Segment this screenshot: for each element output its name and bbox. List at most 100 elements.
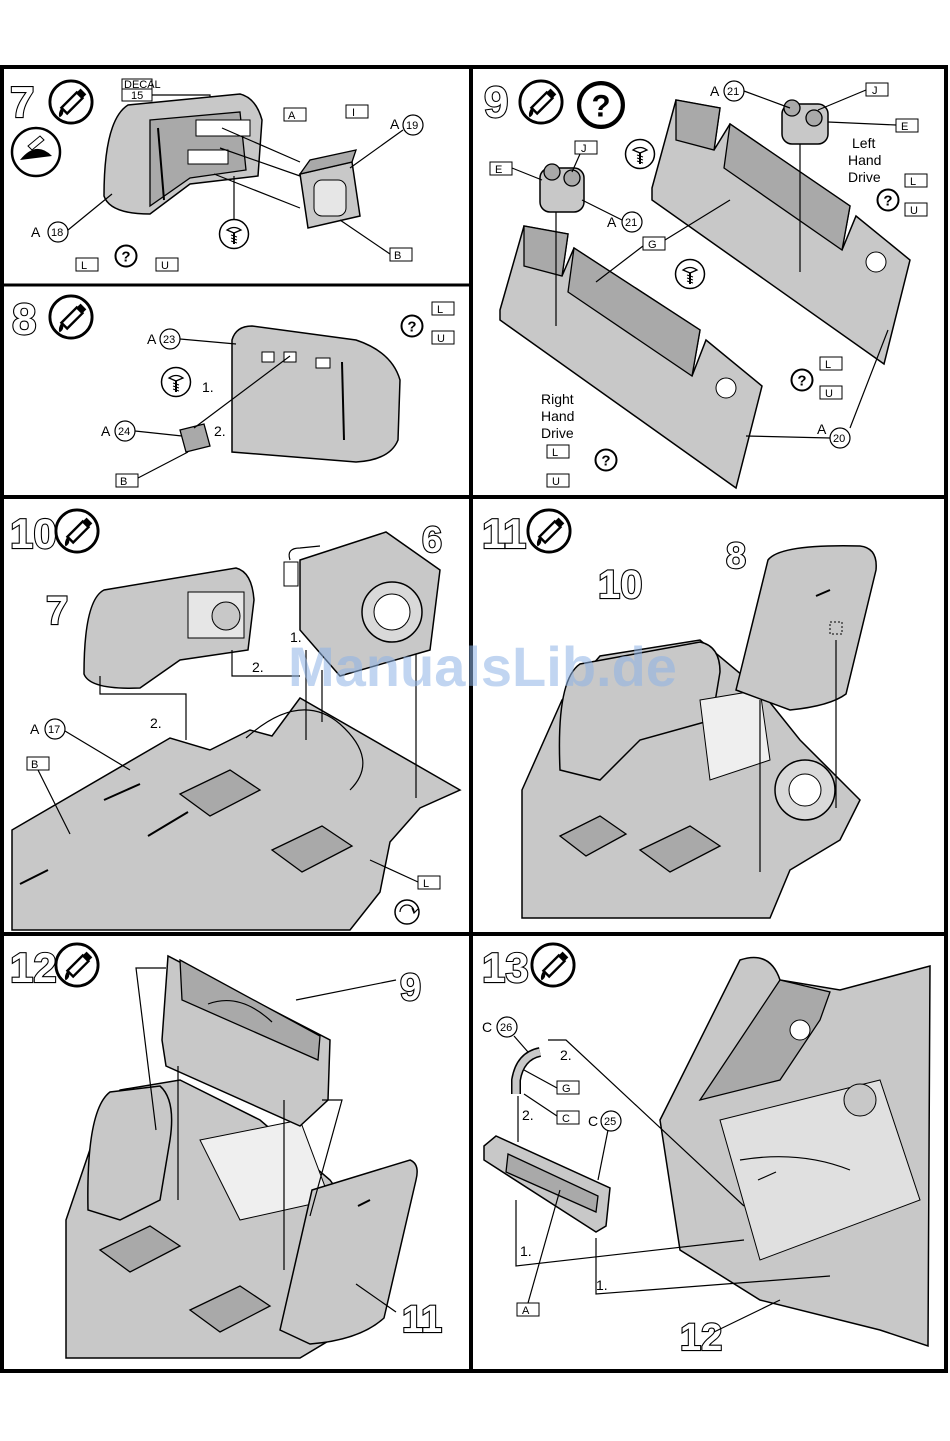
step-11-panel: 11 10 8 [482,510,876,918]
glue-icon [528,510,570,552]
svg-text:1.: 1. [520,1243,532,1259]
svg-text:A: A [30,721,40,737]
color-tag-j-mid: J [572,141,597,172]
color-tag-j-top: J [818,83,888,110]
step-number: 12 [10,944,57,991]
subassembly-number: 10 [598,563,643,607]
part-callout-c25: C 25 [588,1111,621,1180]
svg-text:21: 21 [727,86,739,98]
step-13-panel: 13 2. 2. 1. 1. [482,944,930,1359]
svg-text:C: C [588,1113,598,1129]
step-7-panel: 7 DECAL 15 [10,78,423,272]
svg-text:Drive: Drive [848,169,881,185]
svg-text:I: I [352,107,355,119]
pin-icon [626,140,655,169]
color-tag-e-mid: E [490,162,542,180]
svg-text:1.: 1. [596,1277,608,1293]
svg-text:2.: 2. [252,659,264,675]
svg-text:J: J [872,85,878,97]
svg-text:1.: 1. [202,379,214,395]
glue-icon [520,81,562,123]
color-tag-u-mid: U [820,386,842,400]
pin-icon [162,368,191,397]
svg-text:Hand: Hand [541,408,574,424]
svg-text:L: L [437,304,443,316]
svg-text:L: L [81,260,87,272]
color-tag-u: U [156,258,178,272]
part-callout-c26: C 26 [482,1017,528,1052]
step-12-panel: 12 9 11 [10,944,442,1358]
color-tag-l: L [76,258,98,272]
svg-text:26: 26 [500,1022,512,1034]
pin-icon [676,260,705,289]
color-tag-u-left: U [905,203,927,217]
svg-text:Hand: Hand [848,152,881,168]
color-tag-e-top: E [828,119,918,133]
rotate-icon [395,900,419,924]
svg-text:17: 17 [48,724,60,736]
svg-text:E: E [495,164,502,176]
subassembly-number: 7 [46,589,68,633]
svg-text:U: U [437,333,445,345]
color-tag-l-left: L [905,174,927,188]
firewall-subassembly [736,546,876,710]
svg-text:L: L [825,359,831,371]
svg-text:Right: Right [541,391,574,407]
step-number: 13 [482,944,529,991]
watermark: ManualsLib.de [288,635,677,698]
left-hand-drive-label: Left Hand Drive [848,135,881,185]
step-number: 9 [484,78,508,127]
radiator-part-c25 [484,1136,610,1232]
svg-text:19: 19 [406,120,418,132]
part-callout-a23: A 23 [147,329,236,349]
svg-text:L: L [910,176,916,188]
color-tag-a: A [284,108,306,122]
part-callout-a21-top: A 21 [710,81,790,108]
svg-text:G: G [648,239,657,251]
svg-text:21: 21 [625,217,637,229]
color-tag-g: G [524,1070,579,1095]
svg-text:B: B [394,250,401,262]
svg-text:Left: Left [852,135,875,151]
hose-part-c26 [516,1052,540,1094]
svg-text:23: 23 [163,334,175,346]
subassembly-number: 9 [400,967,421,1009]
svg-text:20: 20 [833,433,845,445]
leader-line [714,1300,780,1332]
svg-text:A: A [288,110,296,122]
svg-text:2.: 2. [214,423,226,439]
svg-text:A: A [522,1305,530,1317]
subassembly-number: 6 [422,519,442,560]
question-icon [402,316,423,337]
svg-text:18: 18 [51,227,63,239]
color-tag-u-bottom: U [547,474,569,488]
part-callout-a21-mid: A 21 [582,200,642,232]
glue-icon [50,81,92,123]
floor-pan-a17 [12,698,460,930]
svg-text:U: U [910,205,918,217]
right-hand-drive-label: Right Hand Drive [541,391,574,441]
step-10-panel: 10 1. 2. 2. [10,510,460,930]
firewall-right-drive [500,226,762,488]
svg-text:U: U [825,388,833,400]
color-tag-b: B [116,452,188,488]
color-tag-i: I [346,105,368,119]
subassembly-number: 8 [726,535,746,576]
color-tag-l-mid: L [820,357,842,371]
color-tag-b: B [340,220,412,262]
step-number: 8 [12,295,36,344]
step-8-panel: 8 1. 2. A 23 A 24 [12,295,454,488]
svg-text:L: L [423,878,429,890]
svg-text:U: U [161,260,169,272]
svg-text:C: C [482,1019,492,1035]
svg-text:15: 15 [131,90,143,102]
svg-text:J: J [581,143,587,155]
pin-icon [220,220,249,249]
svg-text:2.: 2. [150,715,162,731]
glue-icon [532,944,574,986]
svg-text:B: B [120,476,127,488]
question-icon [596,450,617,471]
vehicle-body-assembly [660,958,930,1347]
step-number: 7 [10,78,34,127]
